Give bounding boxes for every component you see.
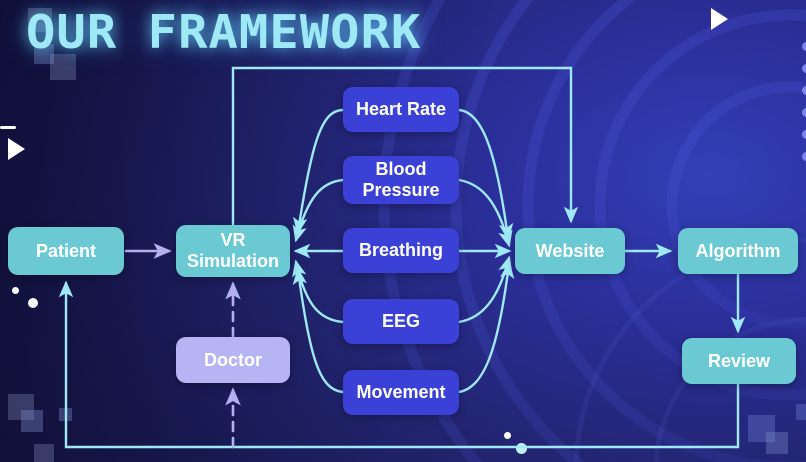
play-triangle-icon-left bbox=[8, 138, 25, 160]
play-triangle-icon-top-right bbox=[711, 8, 728, 30]
decor-dot-4 bbox=[516, 443, 527, 454]
node-vr-simulation[interactable]: VR Simulation bbox=[176, 225, 290, 277]
decor-square-br-3 bbox=[796, 404, 806, 420]
node-doctor[interactable]: Doctor bbox=[176, 337, 290, 383]
decor-square-bl-2 bbox=[21, 410, 43, 432]
node-heart-rate[interactable]: Heart Rate bbox=[343, 87, 459, 132]
decor-square-bl-4 bbox=[59, 408, 72, 421]
decor-dot-2 bbox=[28, 298, 38, 308]
node-patient[interactable]: Patient bbox=[8, 227, 124, 275]
node-algorithm[interactable]: Algorithm bbox=[678, 228, 798, 274]
decor-square-br-2 bbox=[766, 432, 788, 454]
node-breathing[interactable]: Breathing bbox=[343, 228, 459, 273]
decor-square-bl-1 bbox=[8, 394, 34, 420]
node-review[interactable]: Review bbox=[682, 338, 796, 384]
node-eeg[interactable]: EEG bbox=[343, 299, 459, 344]
decor-square-bl-3 bbox=[34, 444, 54, 462]
node-website[interactable]: Website bbox=[515, 228, 625, 274]
page-title: OUR FRAMEWORK bbox=[26, 5, 422, 59]
node-movement[interactable]: Movement bbox=[343, 370, 459, 415]
decor-dot-1 bbox=[12, 287, 19, 294]
decor-square-br-1 bbox=[748, 415, 775, 442]
node-blood-pressure[interactable]: Blood Pressure bbox=[343, 156, 459, 204]
decor-dot-3 bbox=[504, 432, 511, 439]
decor-dash-left bbox=[0, 126, 16, 129]
